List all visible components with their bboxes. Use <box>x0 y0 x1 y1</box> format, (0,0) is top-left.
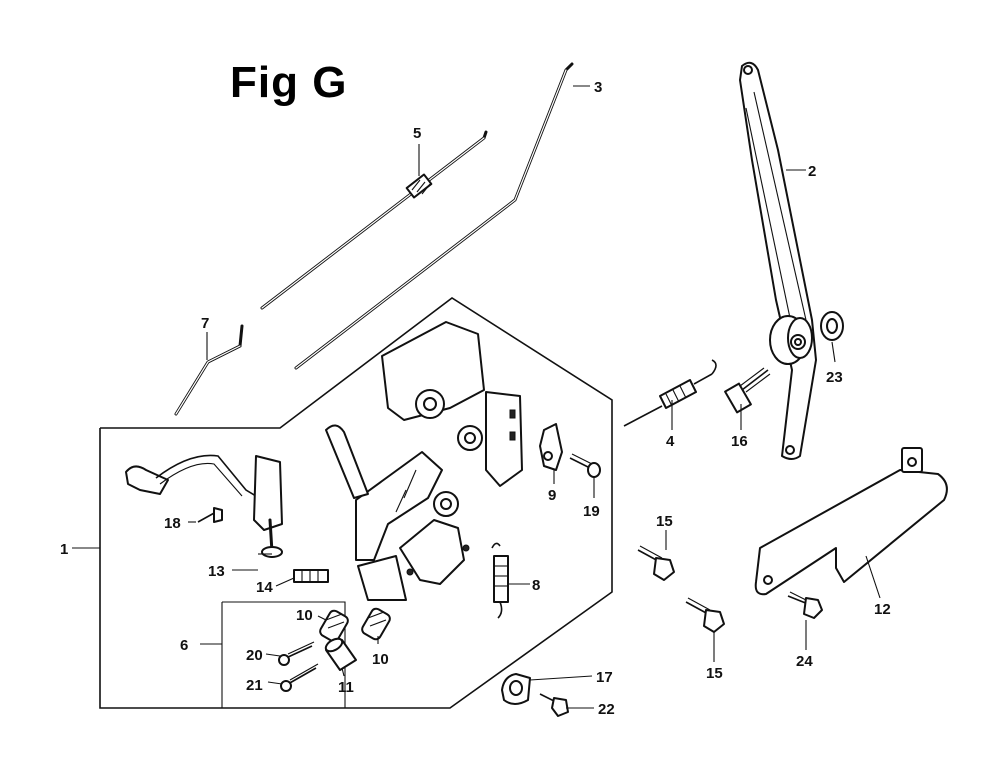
cable-holder <box>501 673 531 705</box>
callout-14: 14 <box>256 579 273 596</box>
callout-17: 17 <box>596 669 613 686</box>
figure-title: Fig G <box>230 58 348 107</box>
control-plate <box>754 447 948 596</box>
callout-3: 3 <box>594 79 602 96</box>
callout-16: 16 <box>731 433 748 450</box>
callout-2: 2 <box>808 163 816 180</box>
callout-11: 11 <box>338 679 354 696</box>
callout-10a: 10 <box>296 607 313 624</box>
leader-lines <box>72 85 881 709</box>
callout-4: 4 <box>666 433 675 450</box>
callout-7: 7 <box>201 315 209 332</box>
callout-19: 19 <box>583 503 600 520</box>
governor-rod <box>260 130 488 310</box>
callout-23: 23 <box>826 369 843 386</box>
spring-b <box>361 607 391 641</box>
lever-bolt <box>724 367 771 414</box>
callout-15a: 15 <box>656 513 673 530</box>
callout-1: 1 <box>60 541 68 558</box>
assembly-outline <box>99 297 613 709</box>
screw-short <box>280 663 319 692</box>
subgroup-outline <box>221 601 346 709</box>
callout-21: 21 <box>246 677 263 694</box>
governor-bracket <box>325 321 523 601</box>
cable-clip <box>539 423 563 471</box>
callout-12: 12 <box>874 601 891 618</box>
callout-15b: 15 <box>706 665 723 682</box>
return-spring <box>623 359 717 427</box>
choke-lever <box>125 454 283 558</box>
throttle-rod <box>294 62 574 370</box>
callout-20: 20 <box>246 647 263 664</box>
callout-13: 13 <box>208 563 225 580</box>
clip-screw <box>569 453 601 478</box>
rod-spring <box>405 173 433 199</box>
spring-a <box>319 609 349 643</box>
callout-9: 9 <box>548 487 556 504</box>
flange-bolt-lower <box>685 597 725 633</box>
callout-18: 18 <box>164 515 181 532</box>
screw-long <box>278 641 315 666</box>
plate-bolt <box>787 591 823 619</box>
holder-screw <box>539 693 569 717</box>
lever-nut <box>820 311 844 341</box>
governor-spring <box>491 542 509 619</box>
collar <box>324 637 357 671</box>
callout-22: 22 <box>598 701 615 718</box>
callout-24: 24 <box>796 653 813 670</box>
callout-6: 6 <box>180 637 188 654</box>
callout-10b: 10 <box>372 651 389 668</box>
link-rod <box>174 324 244 416</box>
lever-pivot <box>769 315 813 365</box>
callout-8: 8 <box>532 577 540 594</box>
callout-5: 5 <box>413 125 421 142</box>
tension-spring <box>293 569 329 583</box>
lever-screw <box>197 507 223 523</box>
control-lever <box>739 61 817 460</box>
flange-bolt-upper <box>637 545 675 581</box>
